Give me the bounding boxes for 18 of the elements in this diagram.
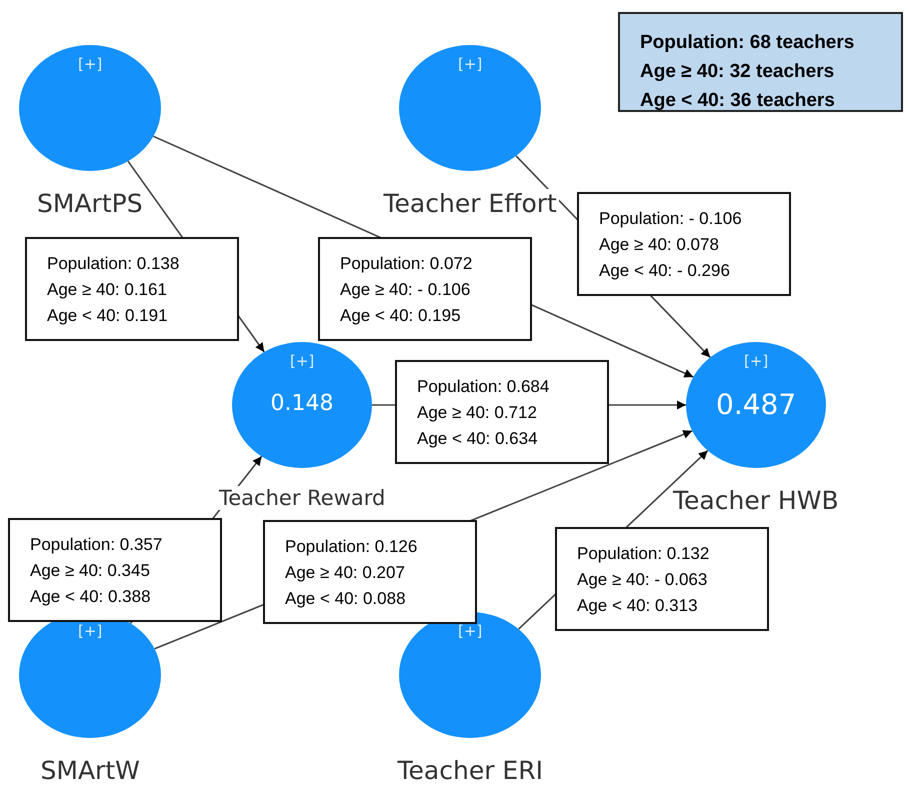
- expand-marker: [+]: [78, 55, 102, 73]
- edge-label: Population: 0.138 Age ≥ 40: 0.161 Age < 40: 0.191: [25, 237, 239, 341]
- r-squared-value: 0.148: [270, 391, 334, 416]
- note-text: Age < 40: 36 teachers: [640, 89, 836, 113]
- expand-marker: [+]: [458, 55, 482, 73]
- edge-label: Population: 0.072 Age ≥ 40: - 0.106 Age < 40: 0.195: [318, 237, 532, 341]
- expand-marker: [+]: [458, 622, 482, 640]
- edge-label: Population: 0.132 Age ≥ 40: - 0.063 Age < 40: 0.313: [555, 527, 769, 631]
- edge-label: Population: 0.357 Age ≥ 40: 0.345 Age < 40: 0.388: [8, 518, 222, 622]
- edge-label: Population: 0.126 Age ≥ 40: 0.207 Age < 40: 0.088: [263, 520, 477, 624]
- edge-label: Population: 0.684 Age ≥ 40: 0.712 Age < 40: 0.634: [395, 360, 609, 464]
- note-text: Age ≥ 40: 32 teachers: [640, 60, 836, 84]
- note-text: Population: 68 teachers: [640, 31, 856, 55]
- r-squared-value: 0.487: [716, 388, 796, 421]
- expand-marker: [+]: [78, 622, 102, 640]
- expand-marker: [+]: [290, 352, 314, 370]
- expand-marker: [+]: [744, 352, 768, 370]
- edge-label: Population: - 0.106 Age ≥ 40: 0.078 Age < 40: - 0.296: [577, 192, 791, 296]
